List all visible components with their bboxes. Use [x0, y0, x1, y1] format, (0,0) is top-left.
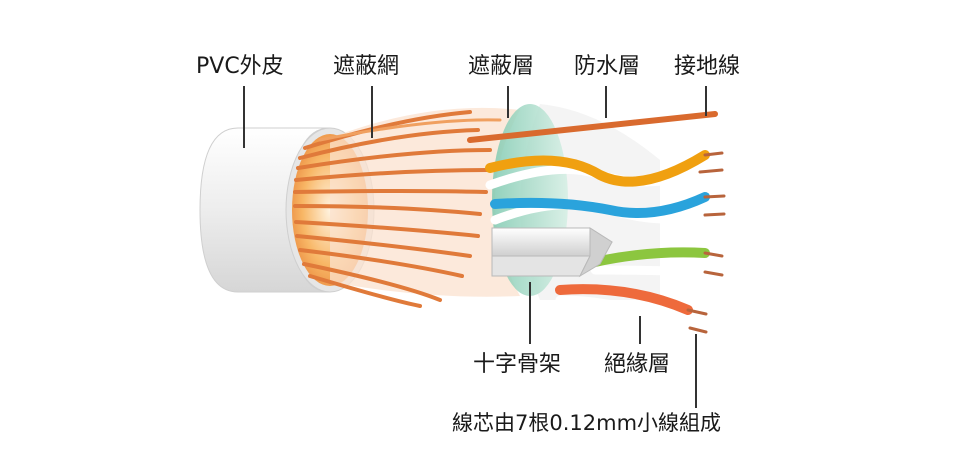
- label-ground-wire: 接地線: [674, 54, 740, 79]
- braid-strands: [293, 110, 502, 308]
- pair-blue: [490, 192, 710, 219]
- label-conductor-note: 線芯由7根0.12mm小線組成: [452, 411, 721, 435]
- pair-orange: [485, 150, 710, 187]
- twisted-pairs: [467, 111, 726, 334]
- cross-separator: [491, 227, 613, 278]
- label-waterproof-layer: 防水層: [574, 54, 640, 79]
- label-shield-layer: 遮蔽層: [468, 54, 534, 79]
- leader-lines: [243, 86, 707, 408]
- pair-green-white: [590, 265, 710, 277]
- ground-wire: [467, 111, 718, 143]
- label-pvc-jacket: PVC外皮: [196, 54, 284, 79]
- label-shield-braid: 遮蔽網: [333, 54, 399, 79]
- label-cross-separator: 十字骨架: [473, 352, 561, 377]
- pair-red: [555, 284, 693, 315]
- pair-green: [590, 247, 710, 267]
- label-insulation-layer: 絕緣層: [604, 352, 670, 377]
- pair-red-white: [555, 295, 695, 333]
